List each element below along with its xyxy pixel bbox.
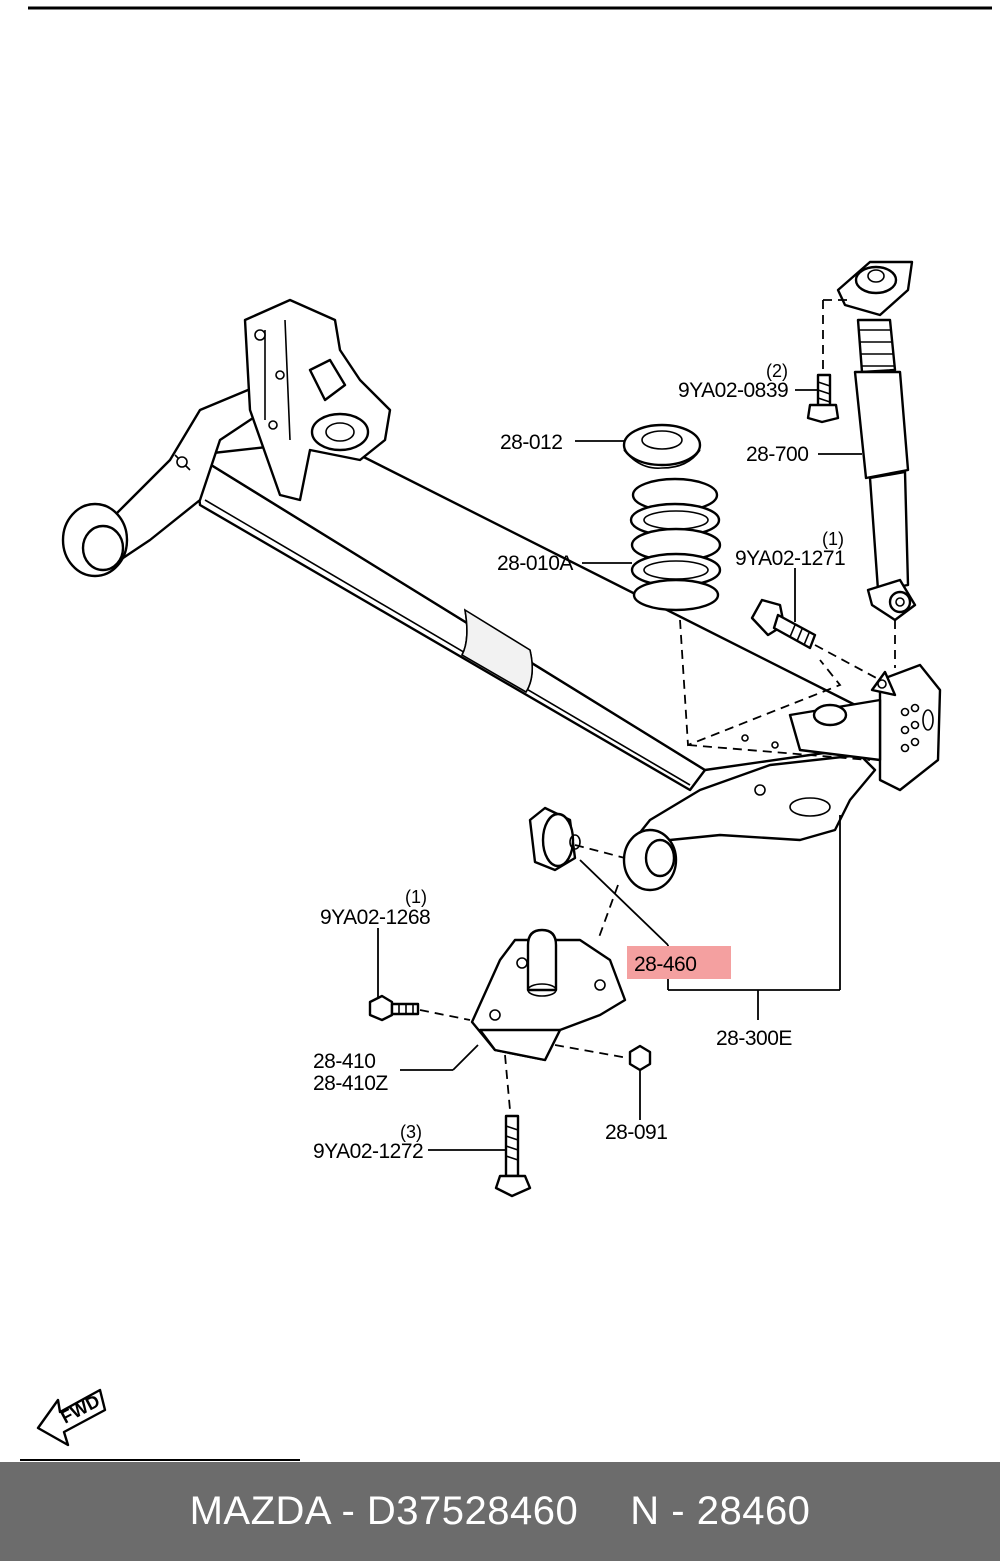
label-28-410[interactable]: 28-410 [313,1050,376,1073]
fwd-arrow-icon: FWD [36,1388,107,1447]
qty-9ya02-1271: (1) [822,529,844,549]
spring-seat-28-012 [622,423,702,469]
leader-lines [377,389,862,1151]
footer-catalog-number: N - 28460 [630,1489,811,1533]
bolt-9ya02-1271 [750,598,817,650]
label-28-012[interactable]: 28-012 [500,431,563,454]
label-28-010a[interactable]: 28-010A [497,552,574,575]
shock-absorber-28-700 [836,260,917,622]
qty-9ya02-1272: (3) [400,1122,422,1142]
bushing-28-460 [528,806,581,872]
bolt-9ya02-0839 [806,373,840,424]
assembly-dashed-lines [419,299,896,1111]
label-28-460[interactable]: 28-460 [634,953,697,976]
rear-suspension-exploded-diagram: 28-012 28-010A 28-700 (2) 9YA02-0839 (1)… [20,6,992,1461]
highlight-28-460 [627,946,731,979]
nut-28-091 [628,1044,652,1072]
qty-9ya02-0839: (2) [766,361,788,381]
torsion-beam-axle [61,298,942,892]
coil-spring-28-010a [629,477,722,612]
label-9ya02-1272[interactable]: 9YA02-1272 [313,1140,424,1163]
label-28-300e[interactable]: 28-300E [716,1027,793,1050]
label-9ya02-0839[interactable]: 9YA02-0839 [678,379,789,402]
bump-stopper-bracket-28-410 [470,928,627,1062]
label-28-700[interactable]: 28-700 [746,443,809,466]
label-9ya02-1268[interactable]: 9YA02-1268 [320,906,431,929]
label-9ya02-1271[interactable]: 9YA02-1271 [735,547,846,570]
footer-brand-part-number: MAZDA - D37528460 [189,1489,579,1533]
footer-bar: MAZDA - D37528460 N - 28460 [0,1462,1000,1561]
qty-9ya02-1268: (1) [405,887,427,907]
label-28-091[interactable]: 28-091 [605,1121,668,1144]
label-28-410z[interactable]: 28-410Z [313,1072,389,1095]
bolt-9ya02-1268 [368,994,420,1022]
bolt-9ya02-1272 [494,1114,532,1198]
